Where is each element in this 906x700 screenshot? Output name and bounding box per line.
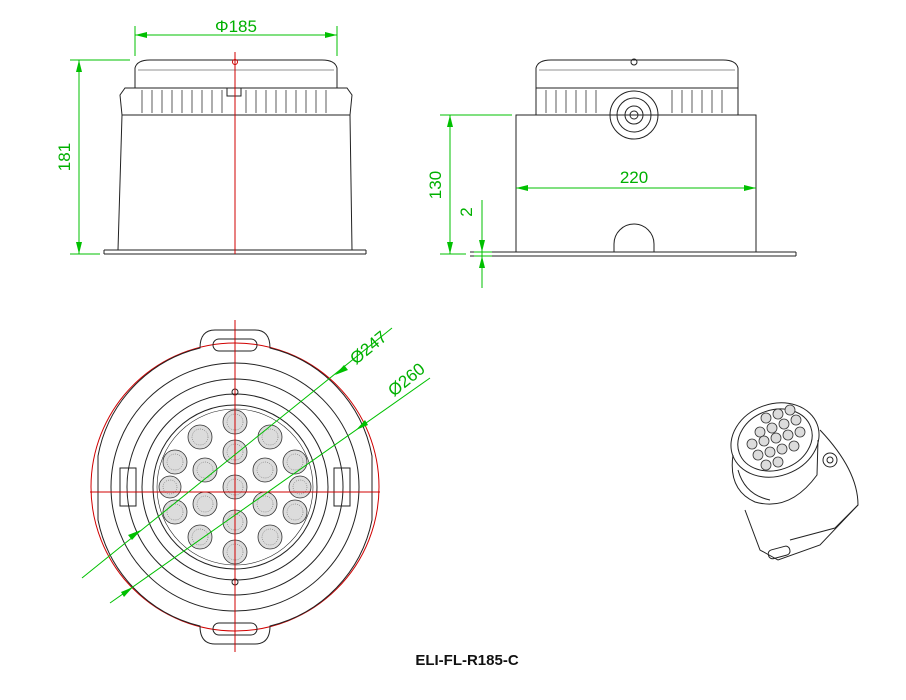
- side-view: [470, 58, 797, 257]
- front-heatsink-fins: [141, 87, 327, 113]
- isometric-view: [730, 402, 859, 561]
- model-label: ELI-FL-R185-C: [415, 652, 519, 669]
- dim-box-height: 130: [426, 114, 512, 255]
- overall-height-label: 181: [55, 143, 74, 171]
- side-heatsink-fins: [545, 90, 723, 113]
- dim-flange-thickness: 2: [457, 200, 492, 288]
- box-height-label: 130: [426, 171, 445, 199]
- led-array: [158, 409, 312, 565]
- box-width-label: 220: [620, 168, 648, 187]
- front-view: [103, 52, 367, 255]
- dim-box-width: 220: [516, 168, 756, 191]
- top-diameter-label: Φ185: [215, 17, 257, 36]
- dim-overall-height: 181: [55, 59, 130, 255]
- inner-diameter-label: Ø247: [346, 327, 390, 368]
- top-view: [90, 320, 380, 652]
- iso-led-array: [746, 404, 806, 471]
- flange-thickness-label: 2: [457, 207, 476, 216]
- dim-top-diameter: Φ185: [134, 17, 338, 56]
